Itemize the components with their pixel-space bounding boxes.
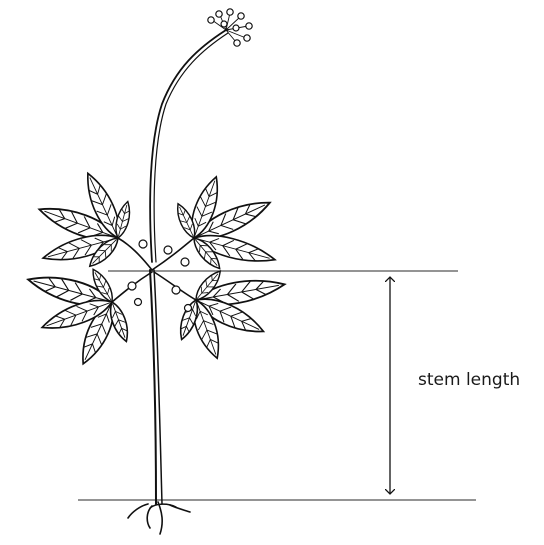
root bbox=[128, 502, 190, 534]
compound-leaf-lower-right bbox=[176, 267, 287, 361]
compound-leaf-lower-left bbox=[25, 266, 132, 368]
compound-leaf-upper-left bbox=[36, 169, 134, 270]
flower-umbel bbox=[208, 9, 252, 46]
main-stem bbox=[150, 270, 162, 504]
compound-leaf-upper-right bbox=[173, 174, 277, 273]
stem-length-label: stem length bbox=[418, 370, 520, 390]
